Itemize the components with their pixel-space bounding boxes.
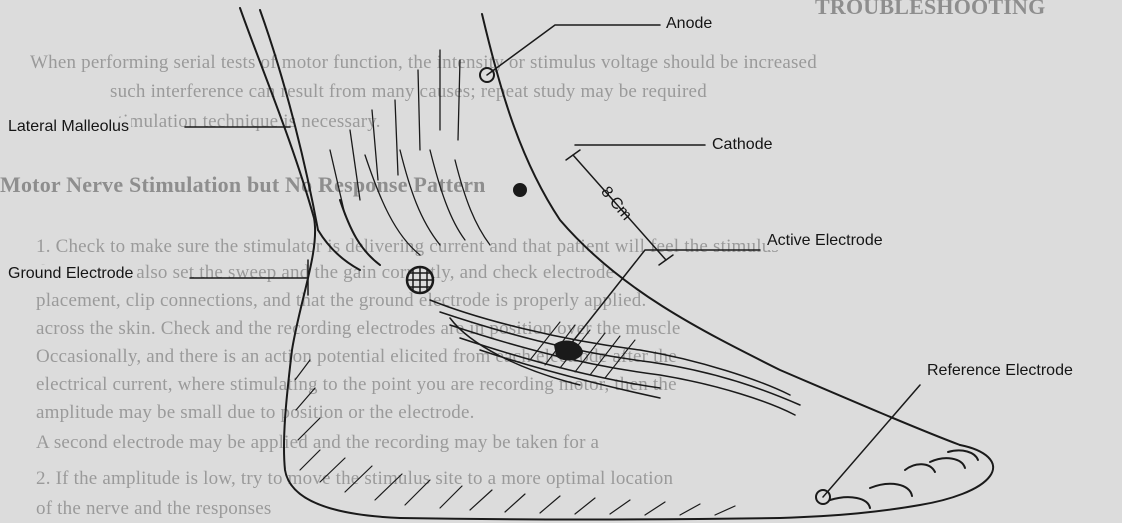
shin-outline <box>482 14 960 445</box>
anode-label: Anode <box>664 15 714 33</box>
lateral-malleolus-label: Lateral Malleolus <box>6 118 131 136</box>
reference-electrode-label: Reference Electrode <box>925 362 1075 380</box>
active-electrode-marker <box>555 341 582 359</box>
ground-electrode-label: Ground Electrode <box>6 265 135 283</box>
anode-leader <box>487 25 660 75</box>
reference-electrode-leader <box>823 385 920 497</box>
cathode-marker <box>514 184 526 196</box>
cathode-label: Cathode <box>710 136 775 154</box>
active-electrode-leader <box>566 250 760 350</box>
sole-outline <box>400 445 993 520</box>
active-electrode-label: Active Electrode <box>765 232 885 250</box>
